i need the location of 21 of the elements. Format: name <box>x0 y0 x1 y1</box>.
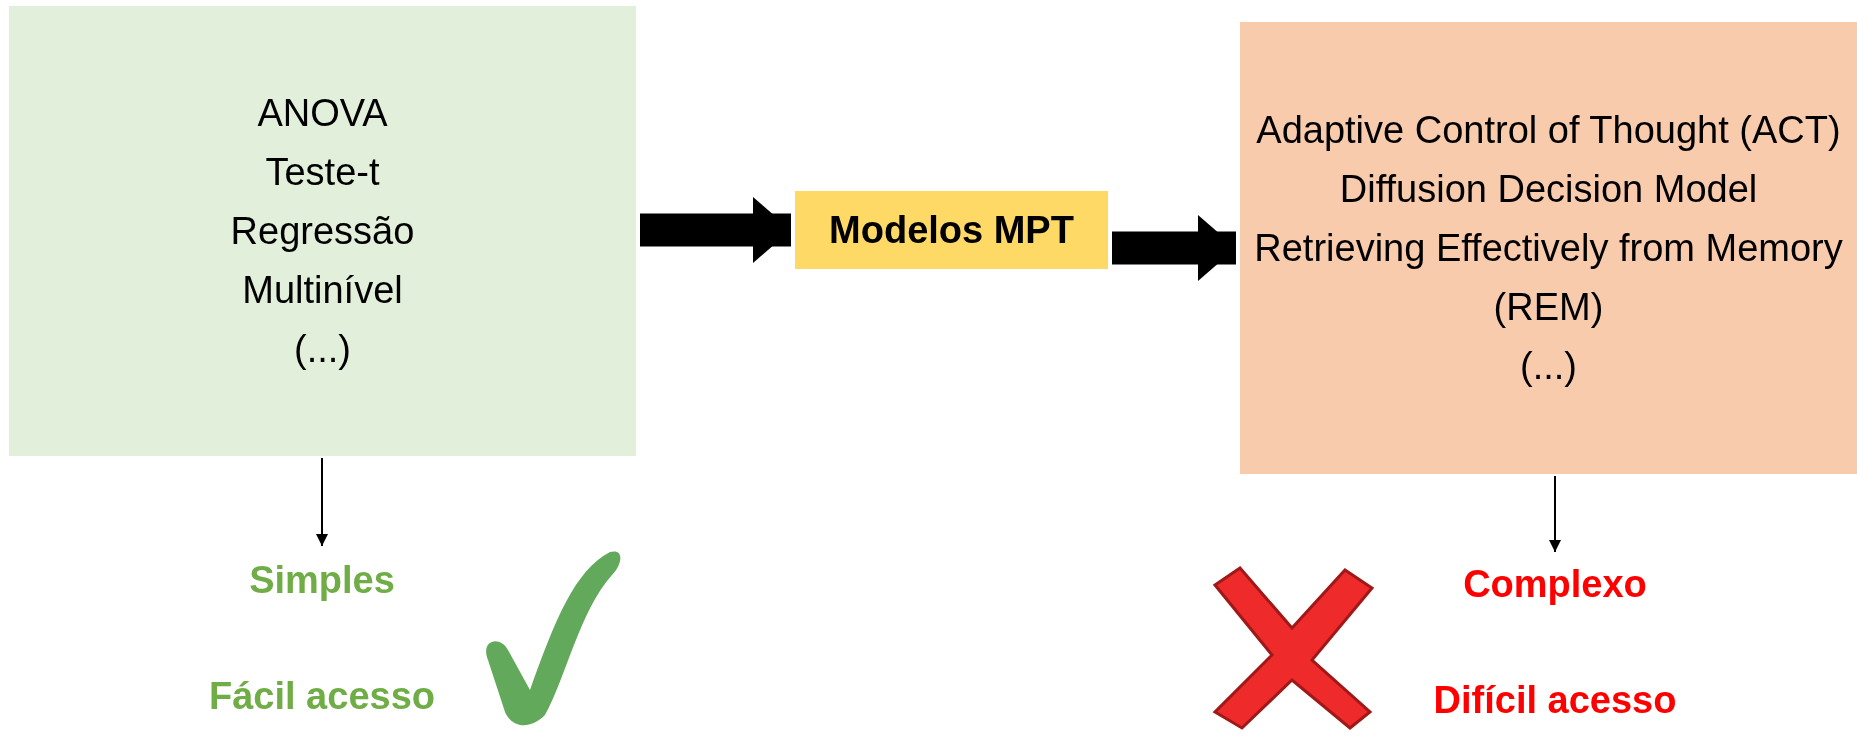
node-text: Adaptive Control of Thought (ACT) <box>1256 107 1841 153</box>
block-arrow <box>640 197 791 263</box>
node-text: ANOVA <box>257 90 388 136</box>
rating-label: Simples <box>249 558 395 603</box>
block-arrow <box>1112 215 1236 281</box>
model-box <box>1240 22 1857 474</box>
node-text: Modelos MPT <box>829 208 1074 253</box>
arrow <box>316 457 328 547</box>
node-text: Regressão <box>230 208 415 254</box>
rating-label: Complexo <box>1463 562 1647 607</box>
node-text: (...) <box>294 326 351 372</box>
node-text: Diffusion Decision Model <box>1339 166 1758 212</box>
arrow <box>1549 475 1561 553</box>
node-text: (...) <box>1520 343 1577 389</box>
method-box <box>9 6 636 456</box>
node-text: Multinível <box>242 267 403 313</box>
node-text: Teste-t <box>265 149 380 195</box>
rating-label: Fácil acesso <box>208 674 435 719</box>
rating-label: Difícil acesso <box>1433 678 1677 723</box>
model-box <box>795 191 1108 269</box>
node-text: Retrieving Effectively from Memory (REM) <box>1253 225 1844 330</box>
